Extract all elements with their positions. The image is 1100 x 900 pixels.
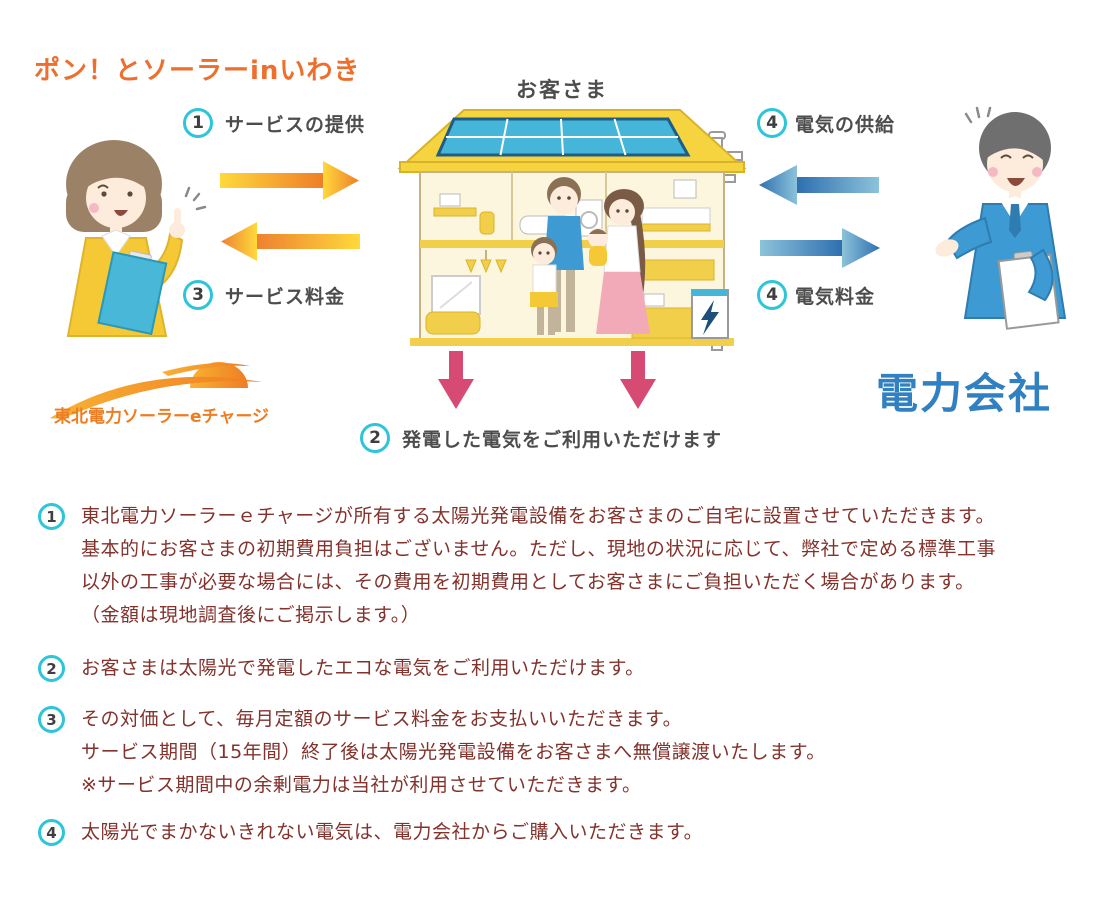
arrow-left-supply-icon	[759, 165, 879, 205]
arrow-right-powerfee-icon	[760, 228, 880, 268]
customer-house-illustration	[397, 109, 747, 351]
flow-use-power-label: 発電した電気をご利用いただけます	[402, 428, 723, 451]
power-company-label: 電力会社	[876, 369, 1053, 418]
page-title: ポン！とソーラーinいわき	[34, 56, 361, 86]
down-arrow-right-icon	[620, 351, 656, 409]
flow-service-provide: 1 サービスの提供	[183, 108, 365, 138]
flow-power-fee: 4 電気料金	[757, 280, 875, 310]
note-4-badge: 4	[38, 819, 65, 846]
note-3-text: その対価として、毎月定額のサービス料金をお支払いいただきます。 サービス期間（1…	[81, 708, 826, 796]
note-3-badge: 3	[38, 706, 65, 733]
down-arrow-left-icon	[438, 351, 474, 409]
flow-service-provide-badge: 1	[183, 108, 213, 138]
flow-service-fee-badge: 3	[183, 280, 213, 310]
note-2-badge: 2	[38, 655, 65, 682]
note-3: 3 その対価として、毎月定額のサービス料金をお支払いいただきます。 サービス期間…	[38, 703, 826, 802]
flow-power-fee-label: 電気料金	[795, 285, 876, 308]
flow-use-power: 2 発電した電気をご利用いただけます	[360, 423, 722, 453]
flow-power-fee-badge: 4	[757, 280, 787, 310]
arrow-right-service-icon	[220, 161, 359, 200]
service-staff-illustration	[66, 140, 207, 337]
note-4-text: 太陽光でまかないきれない電気は、電力会社からご購入いただきます。	[81, 821, 704, 843]
note-2-text: お客さまは太陽光で発電したエコな電気をご利用いただけます。	[81, 657, 645, 679]
flow-power-supply-badge: 4	[757, 108, 787, 138]
power-company-staff-illustration	[935, 106, 1067, 330]
customer-label: お客さま	[516, 78, 608, 102]
note-1-text: 東北電力ソーラーｅチャージが所有する太陽光発電設備をお客さまのご自宅に設置させて…	[81, 505, 996, 626]
note-4: 4 太陽光でまかないきれない電気は、電力会社からご購入いただきます。	[38, 816, 703, 849]
flow-service-fee-label: サービス料金	[225, 285, 346, 308]
note-1: 1 東北電力ソーラーｅチャージが所有する太陽光発電設備をお客さまのご自宅に設置さ…	[38, 500, 996, 632]
flow-power-supply-label: 電気の供給	[795, 113, 896, 136]
solar-echarge-logo: 東北電力ソーラーeチャージ	[42, 350, 272, 434]
solar-echarge-logo-icon	[50, 362, 262, 419]
solar-echarge-logo-text: 東北電力ソーラーeチャージ	[54, 407, 270, 427]
flow-use-power-badge: 2	[360, 423, 390, 453]
arrow-left-fee-icon	[221, 222, 360, 261]
note-1-badge: 1	[38, 503, 65, 530]
flow-service-fee: 3 サービス料金	[183, 280, 345, 310]
flow-service-provide-label: サービスの提供	[225, 113, 366, 136]
note-2: 2 お客さまは太陽光で発電したエコな電気をご利用いただけます。	[38, 652, 645, 685]
flow-power-supply: 4 電気の供給	[757, 108, 895, 138]
